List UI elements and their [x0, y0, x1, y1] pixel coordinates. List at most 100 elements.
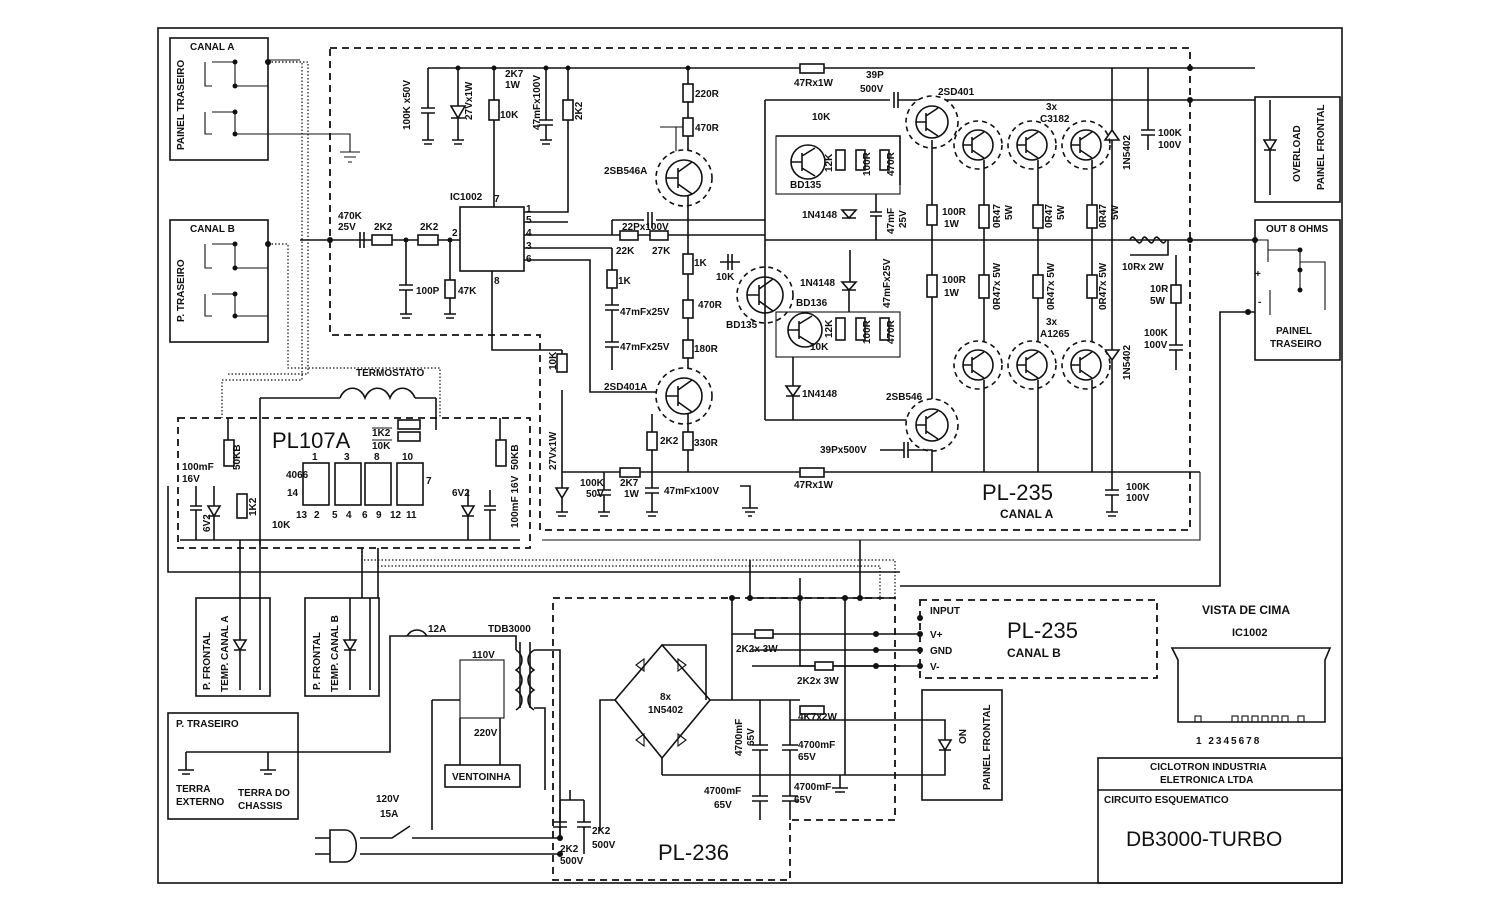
c-22p-label: 22Px100V	[622, 222, 669, 233]
c-500v-label: 500V	[860, 84, 884, 95]
ic-pin-8: 8	[494, 276, 500, 287]
ic-pin-b12: 12	[390, 510, 402, 521]
ground-panel: P. TRASEIRO TERRA EXTERNO TERRA DO CHASS…	[167, 635, 432, 820]
supply-filter-a: 100K x50V 27Vx1W 2K7 1W 10K 47mFx100V 2K…	[402, 65, 585, 182]
r-47k-label: 47K	[458, 286, 477, 297]
r-10r-label: 10R	[1150, 284, 1169, 295]
c-47mf-25v-a-label: 47mFx25V	[620, 307, 670, 318]
r-1k-b-label: 1K	[618, 276, 632, 287]
bridge-rectifier: 8x 1N5402	[599, 643, 800, 830]
r-180r-label: 180R	[694, 344, 719, 355]
ic-pin-b6: 6	[362, 510, 368, 521]
board-label-pl107a: PL107A	[272, 428, 351, 453]
c-100k-b2a-label: 100V	[1144, 340, 1168, 351]
ic-pin-b9: 9	[376, 510, 382, 521]
r-10rx2w-label: 10Rx 2W	[1122, 262, 1164, 273]
c-47mf-25v-b-label: 47mFx25V	[620, 342, 670, 353]
painel-out-label: PAINEL	[1276, 326, 1312, 337]
ic-pin-7: 7	[494, 194, 500, 205]
transistor-c3182-3	[1061, 120, 1111, 170]
frontal-b-2-label: TEMP. CANAL B	[330, 615, 341, 692]
q-2sd401a-label: 2SD401A	[604, 382, 647, 393]
top-view-chip-label: IC1002	[1232, 627, 1267, 639]
p-traseiro-b-label: P. TRASEIRO	[176, 259, 187, 322]
shielded-cable-2	[228, 61, 309, 375]
c-39p-500v-label: 39Px500V	[820, 445, 867, 456]
r-10k-c	[556, 353, 568, 373]
bus-bottom	[542, 472, 1201, 541]
emitter-resistors-top: 100R 1W 0R47 5W 0R47 5W 0R47 5W	[926, 140, 1121, 240]
sheet-border	[157, 27, 1343, 884]
c-100mf-label: 100mF	[182, 462, 214, 473]
q-bd135-top-label: BD135	[790, 180, 822, 191]
vminus-label: V-	[930, 662, 939, 673]
connector-canal-a: CANAL A PAINEL TRASEIRO	[169, 37, 300, 161]
z-6v2-b-label: 6V2	[452, 488, 470, 499]
r-5w-c-label: 5W	[1110, 204, 1121, 220]
collectors-bottom	[983, 380, 1093, 472]
z-27v-b-label: 27Vx1W	[548, 431, 559, 470]
r-1w-b2-label: 1W	[944, 288, 960, 299]
ic-pin-5: 5	[526, 215, 532, 226]
r-10k-f-label: 10K	[372, 441, 391, 452]
vplus-label: V+	[930, 630, 943, 641]
predriver-bottom-a: 1N4148 47mFx25V BD136 12K 100R 470R 10K …	[765, 250, 920, 421]
traseiro-out-label: TRASEIRO	[1270, 339, 1322, 350]
termostato-label: TERMOSTATO	[356, 368, 425, 379]
doc-type-label: CIRCUITO ESQUEMATICO	[1104, 795, 1229, 806]
negative-filter-a: 100K 50V 2K7 1W 47mFx100V 47Rx1W 100K 10…	[554, 467, 1151, 517]
p-traseiro-gnd-label: P. TRASEIRO	[176, 719, 239, 730]
filter-capacitors: 4700mF 65V 4700mF 65V 4700mF 65V 4700mF …	[662, 700, 848, 820]
bridge-8x-label: 8x	[660, 692, 672, 703]
r-10k-b-label: 10K	[716, 272, 735, 283]
q-2sd401-label: 2SD401	[938, 87, 975, 98]
terra-chassis-1-label: TERRA DO	[238, 788, 290, 799]
r-2k2-c	[646, 431, 658, 451]
out-minus-label: -	[1258, 297, 1261, 308]
v110-label: 110V	[472, 650, 495, 661]
c-4700-c2-label: 65V	[714, 800, 732, 811]
d-1n5402-b-label: 1N5402	[1122, 345, 1133, 380]
terra-externo-2-label: EXTERNO	[176, 797, 225, 808]
c-47mf-100v-b-label: 47mFx100V	[664, 486, 719, 497]
canal-b-title: CANAL B	[190, 224, 235, 235]
r-2k2-3w-a-label: 2K2x 3W	[736, 644, 778, 655]
ic-pin-p4-3: 8	[374, 452, 380, 463]
on-label: ON	[958, 729, 969, 744]
c-4700-d1-label: 4700mF	[794, 782, 831, 793]
ic1002-label: IC1002	[450, 192, 483, 203]
transistor-a1265-1	[953, 340, 1003, 390]
d-1n4148-b-label: 1N4148	[800, 278, 835, 289]
transistor-2sb546a: 2SB546A	[604, 149, 713, 207]
c-100k-a2-label: 100V	[1158, 140, 1182, 151]
power-supply: 12A TDB3000 110V 220V VENTOINHA	[406, 624, 561, 838]
r-1w-b-label: 1W	[624, 489, 640, 500]
r-1k2-b-label: 1K2	[248, 497, 259, 516]
c-47mf-c-label: 47mF	[886, 208, 897, 234]
c-100k-a1-label: 100K	[1158, 128, 1183, 139]
ic-pin-2: 2	[452, 228, 458, 239]
r-12k-b-label: 12K	[824, 319, 835, 338]
r-100r-a-label: 100R	[862, 151, 873, 176]
c-4700-d2-label: 65V	[794, 795, 812, 806]
r-180r	[682, 339, 694, 359]
c-47mf-100v-label: 47mFx100V	[532, 75, 543, 130]
transistor-a1265-3	[1061, 340, 1111, 390]
emitter-resistors-bottom: 100R 1W 0R47x 5W 0R47x 5W 0R47x 5W	[926, 240, 1109, 420]
board-label-pl235-a: PL-235	[982, 480, 1053, 505]
r-0r47x5w-c-label: 0R47x 5W	[1098, 262, 1109, 310]
connector-canal-b: CANAL B P. TRASEIRO	[169, 219, 271, 343]
c-2k2-b1-label: 2K2	[592, 826, 611, 837]
c-39p-500v	[880, 442, 933, 472]
frontal-temp-b: P. FRONTAL TEMP. CANAL B	[304, 597, 380, 697]
r-10k-label: 10K	[500, 110, 519, 121]
emitter-resistors	[651, 414, 689, 472]
c-100k-b1a-label: 100K	[1144, 328, 1169, 339]
q-c3182-label: C3182	[1040, 114, 1070, 125]
title-block: CICLOTRON INDUSTRIA ELETRONICA LTDA CIRC…	[1097, 757, 1343, 884]
r-5w-label: 5W	[1150, 296, 1166, 307]
canal-b-label: CANAL B	[1007, 646, 1061, 660]
feedback-network-a: 22Px100V 22K 27K 1K 47mFx25V 47mFx25V	[605, 212, 765, 370]
p-470r-b-label: 470R	[698, 300, 723, 311]
